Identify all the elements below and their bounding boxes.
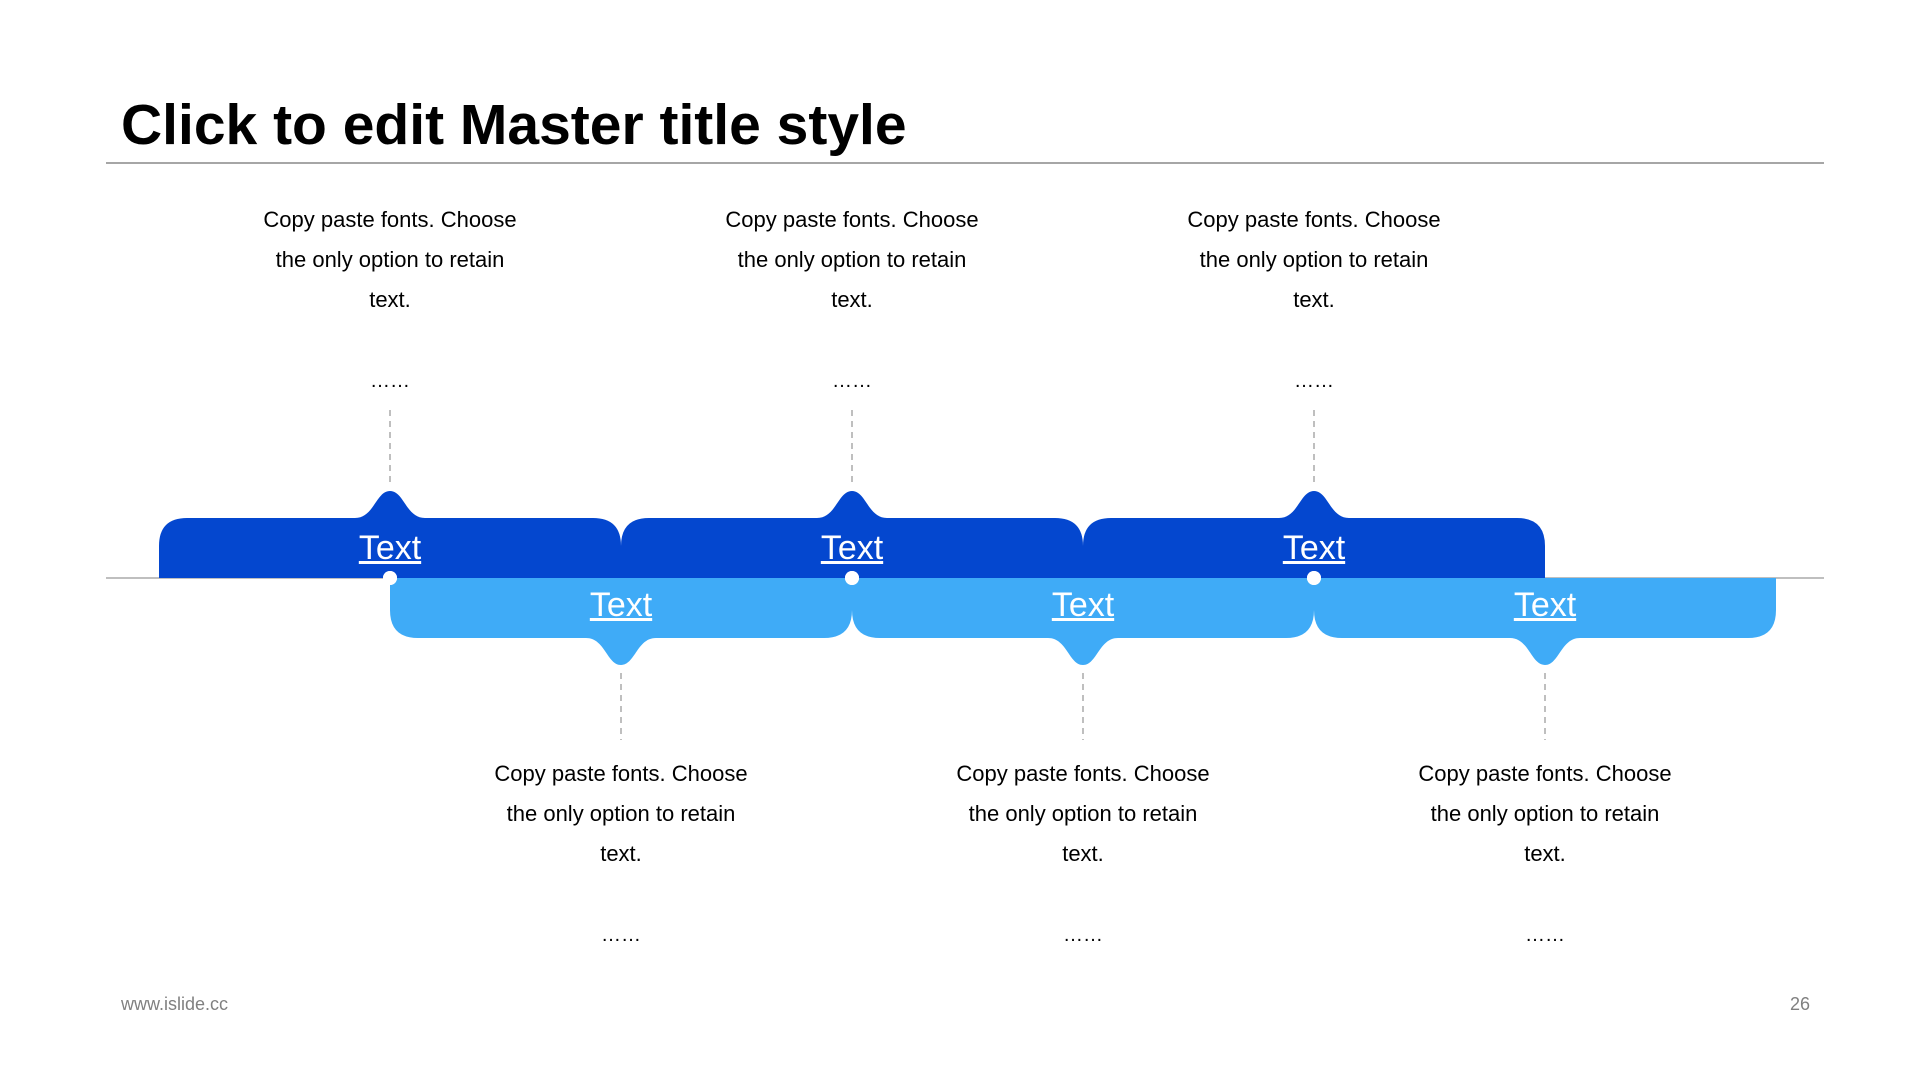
callout-ellipsis: …… [1063,924,1103,946]
callout-ellipsis: …… [832,370,872,392]
callout-line: Copy paste fonts. Choose [1187,207,1441,232]
callout-line: Copy paste fonts. Choose [263,207,517,232]
top-callout-3[interactable]: Copy paste fonts. Choose the only option … [1164,200,1464,320]
top-tab-2 [621,491,1083,578]
callout-line: the only option to retain [1430,801,1660,826]
top-callout-2[interactable]: Copy paste fonts. Choose the only option … [702,200,1002,320]
callout-line: Copy paste fonts. Choose [494,761,748,786]
callout-line: text. [1524,841,1566,866]
callout-line: text. [600,841,642,866]
title-divider [106,162,1824,164]
top-callout-1[interactable]: Copy paste fonts. Choose the only option … [240,200,540,320]
callout-line: the only option to retain [275,247,505,272]
callout-line: text. [1062,841,1104,866]
callout-line: Copy paste fonts. Choose [956,761,1210,786]
bottom-tab-1 [390,578,852,665]
page-number: 26 [1789,994,1810,1014]
callout-ellipsis: …… [370,370,410,392]
bottom-tab-label-2[interactable]: Text [1051,586,1115,624]
bottom-callout-3[interactable]: Copy paste fonts. Choose the only option … [1395,754,1695,874]
bottom-callout-2[interactable]: Copy paste fonts. Choose the only option … [933,754,1233,874]
top-tab-label-2[interactable]: Text [820,529,884,567]
bottom-tab-2 [852,578,1314,665]
callout-line: the only option to retain [968,801,1198,826]
callout-line: the only option to retain [737,247,967,272]
callout-line: the only option to retain [1199,247,1429,272]
callout-line: Copy paste fonts. Choose [1418,761,1672,786]
callout-line: text. [831,287,873,312]
timeline-node-4 [383,571,397,585]
callout-line: the only option to retain [506,801,736,826]
footer-url: www.islide.cc [121,994,229,1014]
callout-ellipsis: …… [1294,370,1334,392]
callout-line: text. [369,287,411,312]
callout-line: Copy paste fonts. Choose [725,207,979,232]
timeline-node-5 [845,571,859,585]
bottom-callout-1[interactable]: Copy paste fonts. Choose the only option … [471,754,771,874]
callout-ellipsis: …… [1525,924,1565,946]
timeline-node-6 [1307,571,1321,585]
top-tab-label-1[interactable]: Text [358,529,422,567]
top-tab-1 [159,491,621,578]
slide-title[interactable]: Click to edit Master title style [121,93,907,157]
top-tab-3 [1083,491,1545,578]
top-tab-label-3[interactable]: Text [1282,529,1346,567]
bottom-tab-3 [1314,578,1776,665]
bottom-tab-label-3[interactable]: Text [1513,586,1577,624]
callout-ellipsis: …… [601,924,641,946]
bottom-tab-label-1[interactable]: Text [589,586,653,624]
callout-line: text. [1293,287,1335,312]
